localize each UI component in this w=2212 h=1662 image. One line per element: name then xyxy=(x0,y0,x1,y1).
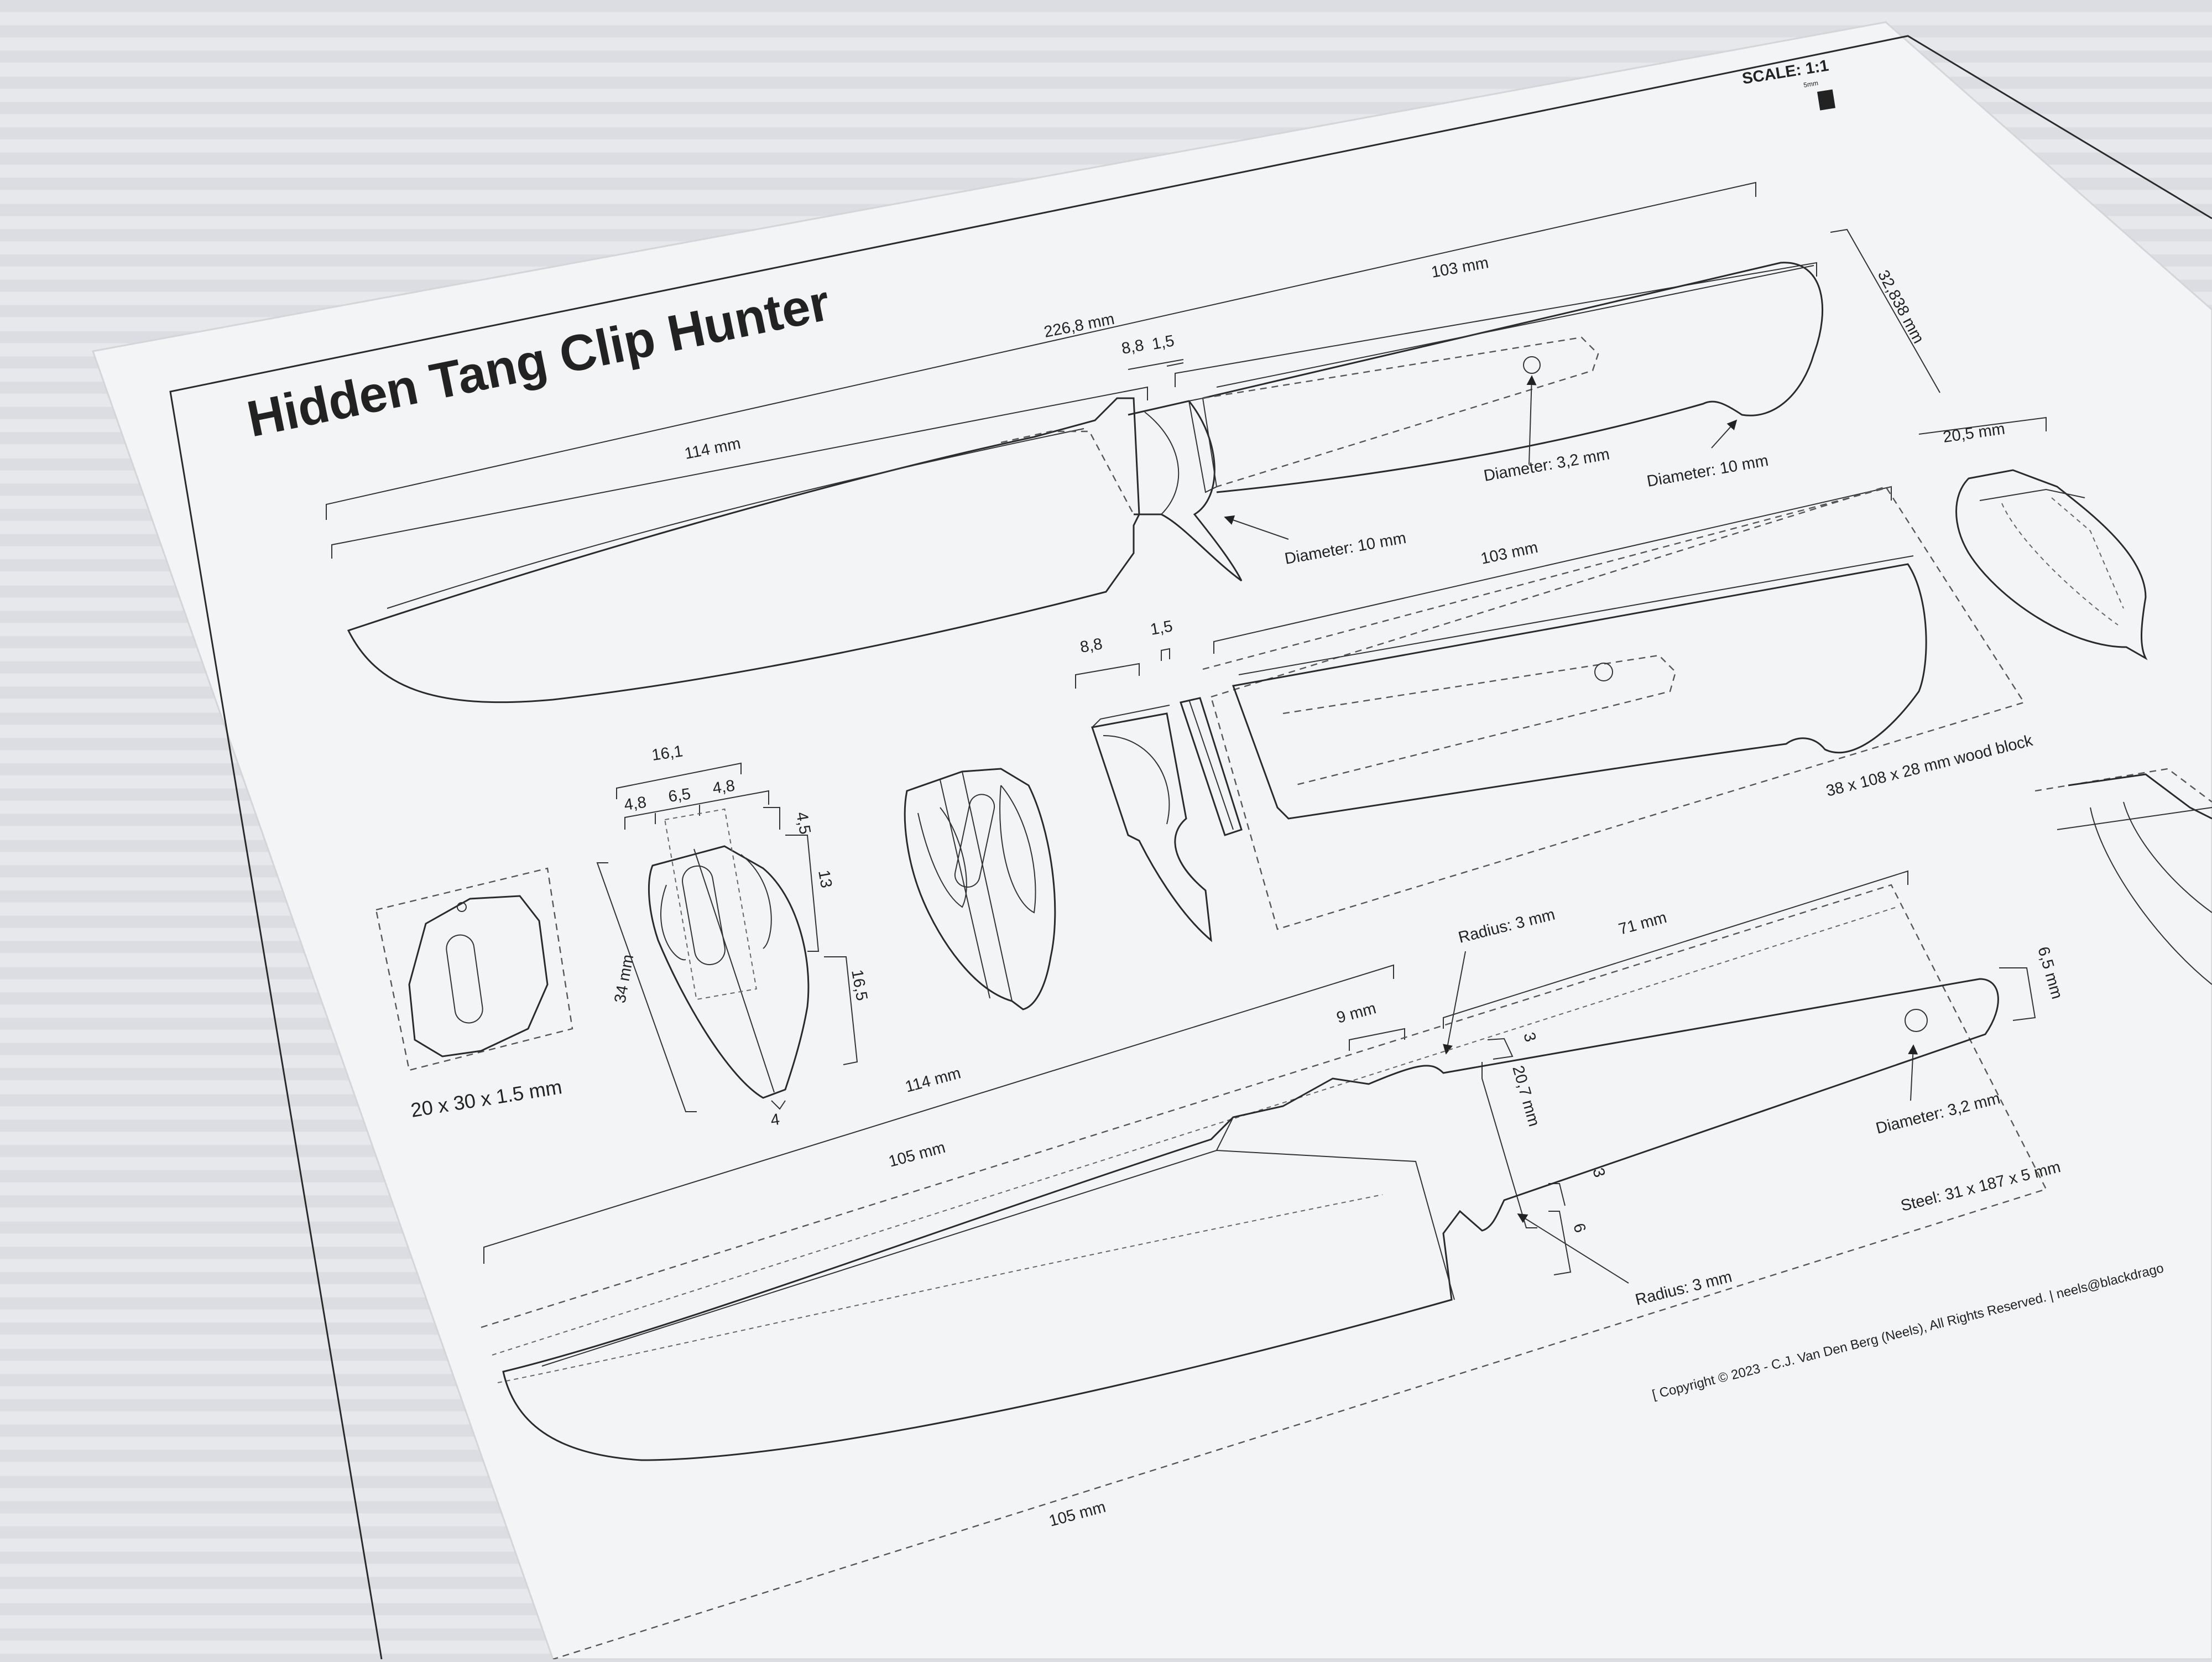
dim-guard-slot: 6,5 xyxy=(667,785,692,806)
dim-guard-width: 8,8 xyxy=(1120,336,1145,358)
dim-exploded-spacer: 1,5 xyxy=(1149,617,1174,639)
dim-spacer-width: 1,5 xyxy=(1151,332,1176,353)
dim-guard-total: 16,1 xyxy=(651,742,684,764)
dim-guard-bottom: 4 xyxy=(770,1111,781,1129)
scale-mark xyxy=(1817,89,1835,111)
sheet-frame xyxy=(169,35,2212,1660)
dim-guard-left: 4,8 xyxy=(623,794,648,814)
paper-sheet xyxy=(92,21,2212,1660)
dim-exploded-guard: 8,8 xyxy=(1079,635,1104,657)
dim-guard-top-offset: 4,5 xyxy=(792,811,814,836)
scale-mark-label: 5mm xyxy=(1803,79,1819,89)
dim-guard-right: 4,8 xyxy=(712,777,736,798)
dim-guard-slot-length: 13 xyxy=(815,869,835,889)
